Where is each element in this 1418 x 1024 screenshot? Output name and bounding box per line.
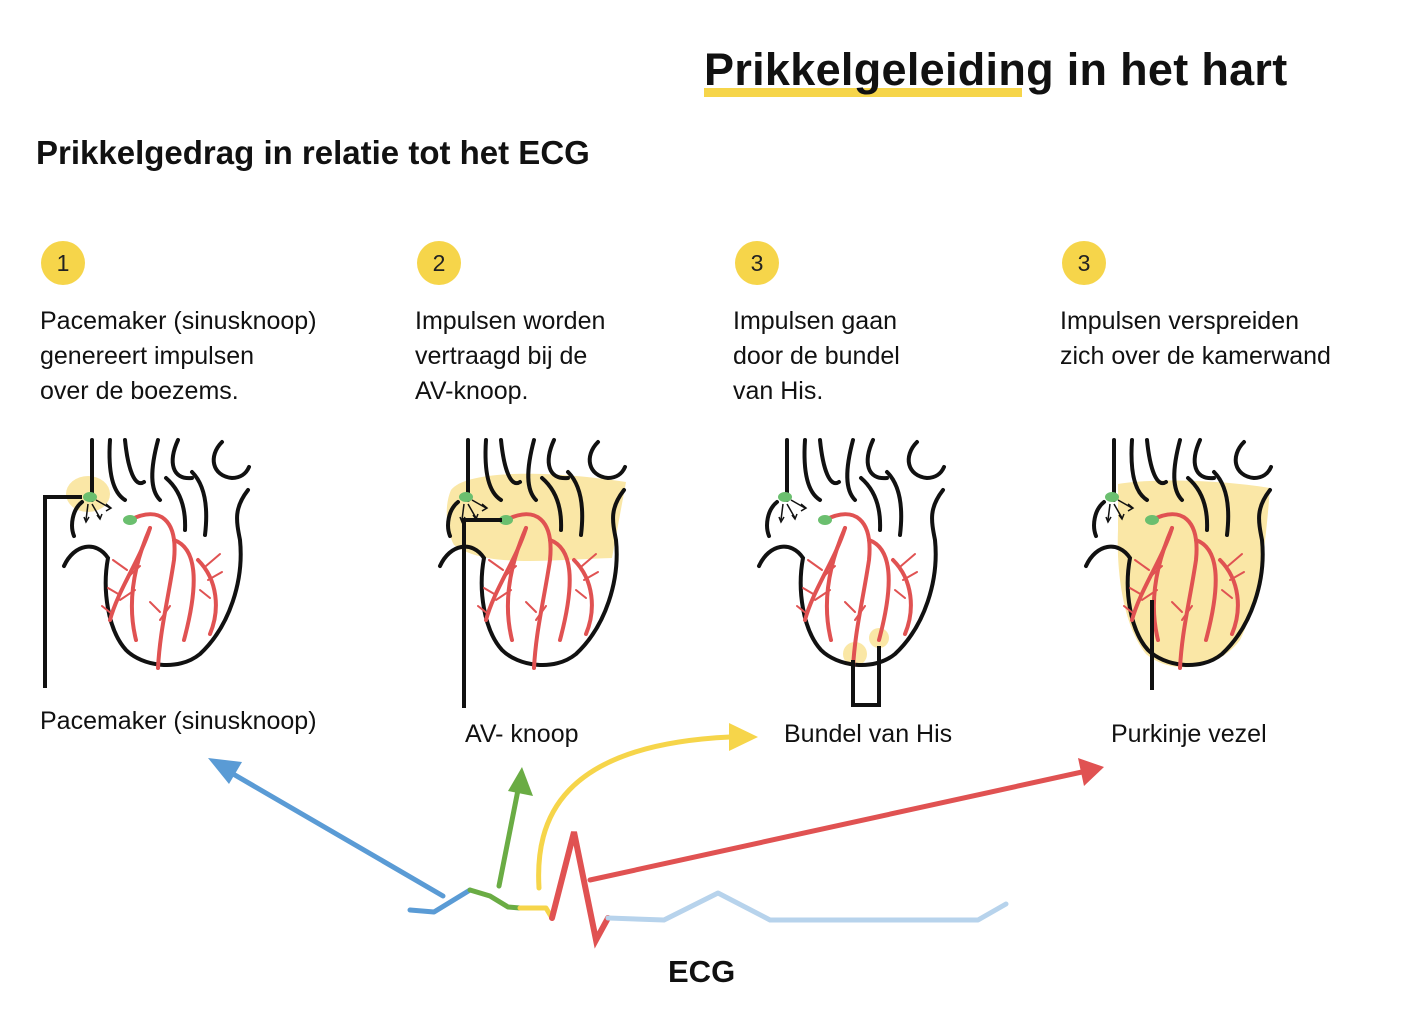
- pacemaker-pointer-line: [45, 497, 82, 688]
- arrow-to-purkinje: [590, 758, 1104, 880]
- label-av-node: AV- knoop: [465, 720, 579, 749]
- label-his-bundle: Bundel van His: [784, 720, 952, 749]
- arrow-to-pacemaker: [208, 758, 443, 896]
- heart-3: [759, 440, 944, 705]
- label-purkinje: Purkinje vezel: [1111, 720, 1267, 749]
- heart-4: [1086, 440, 1271, 690]
- ecg-t-wave: [608, 893, 1006, 920]
- heart-2: [440, 440, 626, 708]
- label-pacemaker: Pacemaker (sinusknoop): [40, 707, 317, 736]
- ecg-label: ECG: [668, 954, 735, 990]
- heart-1: [45, 440, 249, 688]
- ecg-q-segment: [520, 908, 552, 918]
- arrow-to-av-node: [499, 767, 533, 886]
- ecg-pr-segment: [470, 890, 520, 908]
- ecg-qrs-complex: [552, 832, 608, 940]
